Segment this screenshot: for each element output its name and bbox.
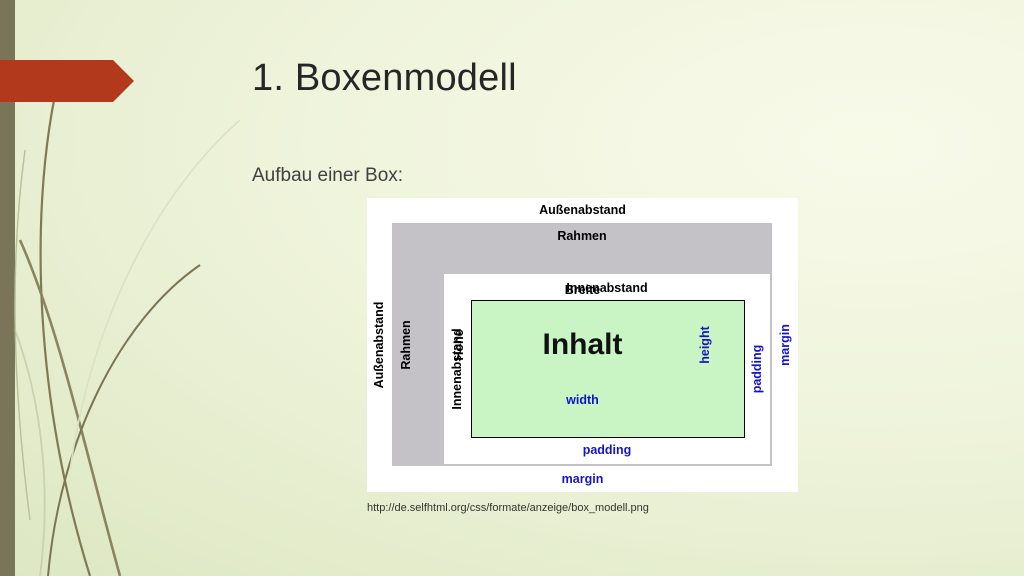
margin-bottom-label: margin <box>561 472 604 486</box>
box-model-diagram: Außenabstand Außenabstand margin margin … <box>367 198 798 492</box>
margin-area: Außenabstand Außenabstand margin margin … <box>367 198 798 492</box>
border-top-label: Rahmen <box>557 229 607 243</box>
border-area: Rahmen Rahmen border border Innenabstand… <box>392 223 772 466</box>
title-arrow-shape <box>0 60 134 102</box>
padding-top-label: Innenabstand <box>566 281 648 295</box>
grass-decoration <box>14 94 241 576</box>
content-height-right-label: height <box>698 326 712 364</box>
content-width-bottom-label: width <box>566 393 599 407</box>
sidebar-bar <box>0 0 15 576</box>
margin-top-label: Außenabstand <box>539 203 626 217</box>
slide-title: 1. Boxenmodell <box>252 57 517 99</box>
padding-bottom-label: padding <box>582 443 632 457</box>
slide-subtitle: Aufbau einer Box: <box>252 165 404 186</box>
content-area <box>471 300 745 438</box>
source-url: http://de.selfhtml.org/css/formate/anzei… <box>367 502 649 514</box>
content-width-top-label: Breite <box>564 283 601 297</box>
content-label: Inhalt <box>542 328 623 361</box>
